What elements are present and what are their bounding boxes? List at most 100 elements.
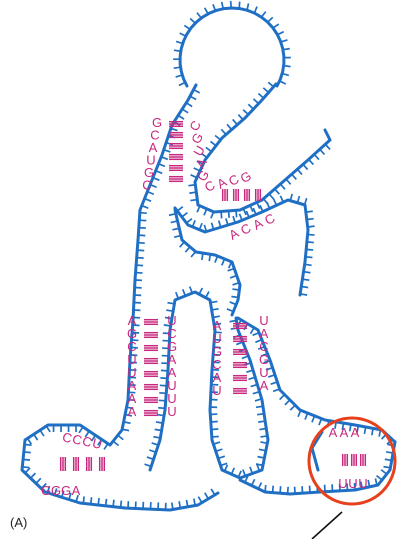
nucleotide-tick (305, 264, 312, 265)
nucleotide-tick (231, 1, 232, 8)
nucleotide-tick (211, 489, 215, 495)
base-letter: A (72, 483, 81, 498)
middle-arch-ticks (145, 287, 268, 478)
base-letter: C (262, 210, 278, 228)
base-letter: A (329, 425, 338, 440)
nucleotide-tick (182, 109, 188, 113)
nucleotide-tick (280, 184, 285, 189)
nucleotide-tick (265, 485, 266, 492)
nucleotide-tick (260, 436, 267, 437)
middle-stem-left-letters: AUGCAU (212, 318, 222, 398)
nucleotide-tick (307, 219, 314, 220)
nucleotide-tick (215, 136, 221, 140)
panel-label: (A) (10, 515, 27, 530)
nucleotide-tick (159, 400, 166, 401)
nucleotide-tick (190, 96, 196, 99)
nucleotide-tick (258, 94, 263, 99)
nucleotide-tick (221, 211, 222, 218)
nucleotide-tick (198, 497, 202, 503)
nucleotide-tick (243, 110, 248, 115)
nucleotide-tick (258, 421, 265, 422)
nucleotide-tick (239, 2, 240, 9)
nucleotide-tick (188, 185, 195, 186)
upper-right-strand (195, 84, 330, 212)
left-stem-left-letters: AGCUUAAA (127, 313, 137, 419)
nucleotide-tick (167, 303, 174, 304)
nucleotide-tick (191, 252, 196, 257)
nucleotide-tick (158, 408, 165, 409)
nucleotide-tick (268, 17, 273, 22)
nucleotide-tick (256, 406, 263, 407)
nucleotide-tick (199, 288, 202, 294)
nucleotide-tick (22, 467, 29, 468)
nucleotide-tick (202, 253, 203, 260)
nucleotide-tick (307, 242, 314, 243)
nucleotide-tick (190, 200, 197, 201)
nucleotide-tick (205, 493, 209, 499)
nucleotide-tick (180, 33, 186, 36)
nucleotide-tick (138, 243, 145, 244)
base-letter: U (167, 404, 176, 419)
nucleotide-tick (83, 496, 84, 503)
nucleotide-tick (113, 441, 118, 445)
nucleotide-tick (302, 279, 309, 280)
nucleotide-tick (261, 12, 265, 17)
nucleotide-tick (28, 438, 32, 444)
middle-stem-right-letters: UACGUA (259, 313, 269, 393)
nucleotide-tick (113, 500, 114, 507)
nucleotide-tick (279, 81, 285, 84)
base-letter: C (142, 178, 151, 193)
nucleotide-tick (227, 124, 232, 129)
nucleotide-tick (320, 149, 325, 154)
nucleotide-tick (281, 40, 288, 42)
nucleotide-tick (285, 400, 290, 405)
left-stem-bonds (144, 320, 158, 416)
base-letter: A (260, 378, 269, 393)
nucleotide-tick (171, 128, 178, 130)
nucleotide-tick (212, 309, 219, 310)
nucleotide-tick (172, 503, 173, 510)
base-letter: A (128, 404, 137, 419)
nucleotide-tick (46, 426, 50, 432)
nucleotide-tick (273, 24, 279, 28)
nucleotide-tick (254, 7, 257, 14)
nucleotide-tick (23, 459, 30, 460)
nucleotide-tick (149, 450, 156, 452)
nucleotide-tick (268, 82, 273, 87)
nucleotide-tick (314, 154, 319, 159)
nucleotide-tick (227, 309, 233, 312)
nucleotide-tick (305, 198, 307, 205)
nucleotide-tick (381, 470, 386, 474)
nucleotide-tick (257, 414, 264, 415)
nucleotide-tick (230, 321, 237, 322)
nucleotide-tick (284, 66, 291, 67)
nucleotide-tick (118, 435, 123, 439)
nucleotide-tick (174, 50, 181, 51)
nucleotide-tick (238, 115, 243, 120)
nucleotide-tick (159, 393, 166, 394)
nucleotide-tick (230, 276, 237, 278)
nucleotide-tick (268, 375, 275, 377)
nucleotide-tick (206, 292, 209, 298)
pointer-line (312, 512, 342, 539)
nucleotide-tick (263, 88, 268, 93)
nucleotide-tick (229, 211, 230, 218)
top-hairpin-loop (180, 8, 284, 86)
nucleotide-tick (308, 234, 315, 235)
nucleotide-tick (160, 385, 167, 386)
foot-helix-bonds (61, 457, 105, 471)
nucleotide-tick (280, 395, 285, 400)
nucleotide-tick (283, 49, 290, 50)
cross-helix-bonds (223, 189, 261, 201)
upper-right-strand-letters: CGUAG (186, 118, 212, 184)
nucleotide-tick (259, 428, 266, 429)
base-letter: G (188, 130, 206, 146)
base-letter: U (338, 476, 347, 491)
outer-strand (22, 85, 218, 510)
circled-bottom-letters: UUU (338, 476, 367, 491)
nucleotide-tick (258, 483, 261, 489)
nucleotide-tick (121, 501, 122, 508)
nucleotide-tick (309, 159, 314, 164)
base-letter: C (186, 118, 204, 134)
nucleotide-tick (184, 25, 190, 29)
